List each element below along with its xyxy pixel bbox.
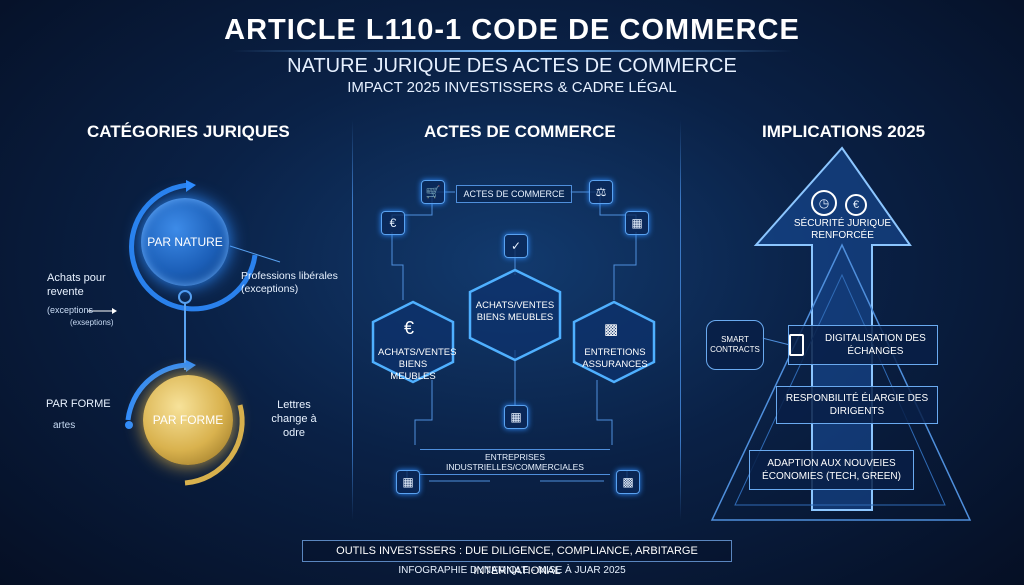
smart-contracts-badge: SMART CONTRACTS [706, 320, 764, 370]
gavel-icon: ⚖ [589, 180, 613, 204]
exceptions-label: (exceptions [47, 305, 94, 315]
left-column-heading: CATÉGORIES JURIQUES [87, 122, 290, 141]
par-forme-label: PAR FORME [152, 413, 224, 427]
page-subtitle: NATURE JURIQUE DES ACTES DE COMMERCE [287, 55, 737, 77]
adaption-box: ADAPTION AUX NOUVEIES ÉCONOMIES (TECH, G… [749, 450, 914, 490]
smart-contracts-label: SMART CONTRACTS [710, 335, 760, 354]
artes-label: artes [53, 420, 76, 431]
euro-icon: € [404, 318, 415, 338]
digitalisation-box: DIGITALISATION DES ÉCHANGES [788, 325, 938, 365]
actes-de-commerce-box: ACTES DE COMMERCE [456, 185, 572, 203]
exceptions-sub-label: (exseptions) [70, 318, 114, 327]
securite-label: SÉCURITÉ JURIQUE RENFORCÉE [793, 218, 892, 241]
tablet-icon [789, 334, 804, 356]
title-divider [232, 50, 792, 52]
adaption-label: ADAPTION AUX NOUVEIES ÉCONOMIES (TECH, G… [762, 458, 901, 482]
par-nature-label: PAR NATURE [147, 235, 223, 249]
cart-icon: 🛒 [421, 180, 445, 204]
page-subtitle-secondary: IMPACT 2025 INVESTISSERS & CADRE LÉGAL [347, 79, 677, 96]
factory-icon: ▩ [604, 321, 619, 338]
responsabilite-label: RESPONBILITÉ ÉLARGIE DES DIRIGENTS [785, 393, 929, 417]
building-icon: ▦ [396, 470, 420, 494]
digitalisation-label: DIGITALISATION DES ÉCHANGES [825, 333, 926, 357]
hex-right-label: ENTRETIONS ASSURANCES [582, 347, 648, 370]
document-icon: ▦ [625, 211, 649, 235]
euro-icon: € [845, 194, 867, 216]
column-divider-left [352, 120, 353, 520]
entreprises-label: ENTREPRISES INDUSTRIELLES/COMMERCIALES [420, 449, 610, 475]
tools-footer: OUTILS INVESTSSERS : DUE DILIGENCE, COMP… [302, 540, 732, 577]
euro-icon: € [381, 211, 405, 235]
par-nature-node[interactable]: PAR NATURE [141, 198, 229, 286]
hex-left-label: ACHATS/VENTES BIENS MEUBLES [378, 347, 457, 382]
page-title: ARTICLE L110-1 CODE DE COMMERCE [224, 14, 800, 46]
par-forme-node[interactable]: PAR FORME [143, 375, 233, 465]
lettres-label: Lettres change à odre [271, 399, 317, 439]
middle-column-heading: ACTES DE COMMERCE [424, 122, 616, 141]
hex-center-label: ACHATS/VENTES BIENS MEUBLES [475, 300, 555, 323]
tagline-footer: INFOGRAPHIE DYNAMIQLE - MISE À JUAR 2025 [398, 565, 626, 576]
right-column-heading: IMPLICATIONS 2025 [762, 122, 926, 141]
responsabilite-box: RESPONBILITÉ ÉLARGIE DES DIRIGENTS [776, 386, 938, 424]
par-forme-side-label: PAR FORME [46, 398, 111, 410]
clock-icon: ◷ [811, 190, 837, 216]
achats-label: Achats pour revente [47, 272, 106, 298]
building-icon: ▦ [504, 405, 528, 429]
professions-label: Professions libérales (exceptions) [241, 270, 338, 295]
factory-icon: ▩ [616, 470, 640, 494]
chart-icon: ✓ [504, 234, 528, 258]
column-divider-right [680, 120, 681, 520]
